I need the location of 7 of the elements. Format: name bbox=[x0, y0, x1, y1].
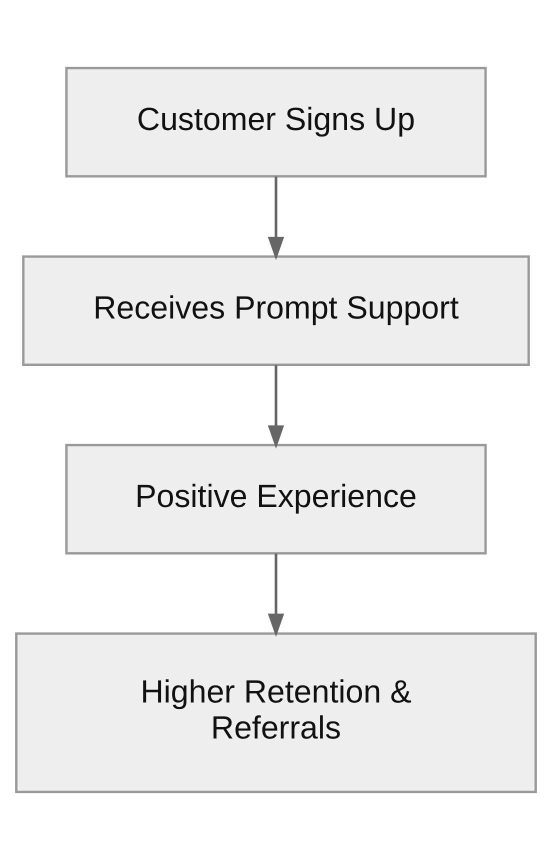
node-box: Customer Signs Up bbox=[65, 66, 487, 178]
arrow bbox=[268, 365, 284, 449]
node-box: Higher Retention & Referrals bbox=[15, 632, 537, 794]
node-box: Receives Prompt Support bbox=[22, 255, 530, 366]
node-box: Positive Experience bbox=[65, 444, 487, 555]
arrow bbox=[268, 176, 284, 260]
arrow bbox=[268, 554, 284, 637]
